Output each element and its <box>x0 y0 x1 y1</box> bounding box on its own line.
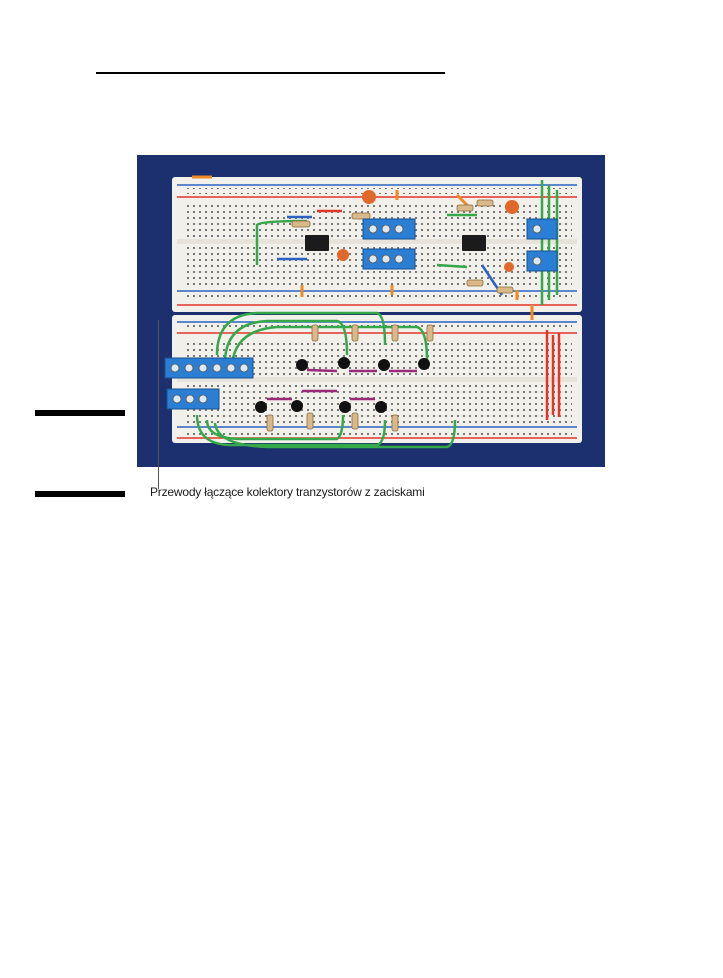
orange-wires <box>192 175 534 320</box>
top-horizontal-rule <box>96 72 445 74</box>
breadboard-illustration <box>164 175 582 449</box>
callout-leader-line <box>158 320 159 489</box>
resistors <box>266 199 514 432</box>
margin-bar-upper <box>35 410 125 416</box>
terminal-screws <box>170 224 542 404</box>
transistors <box>255 357 430 413</box>
red-wires <box>317 209 561 420</box>
breadboard-photo <box>137 155 605 467</box>
green-wires <box>195 180 559 449</box>
integrated-circuits <box>305 235 486 251</box>
figure-caption: Przewody łączące kolektory tranzystorów … <box>150 485 425 499</box>
purple-wires <box>267 368 417 401</box>
capacitors <box>337 190 519 272</box>
margin-bar-lower <box>35 491 125 497</box>
terminal-blocks <box>164 218 558 410</box>
